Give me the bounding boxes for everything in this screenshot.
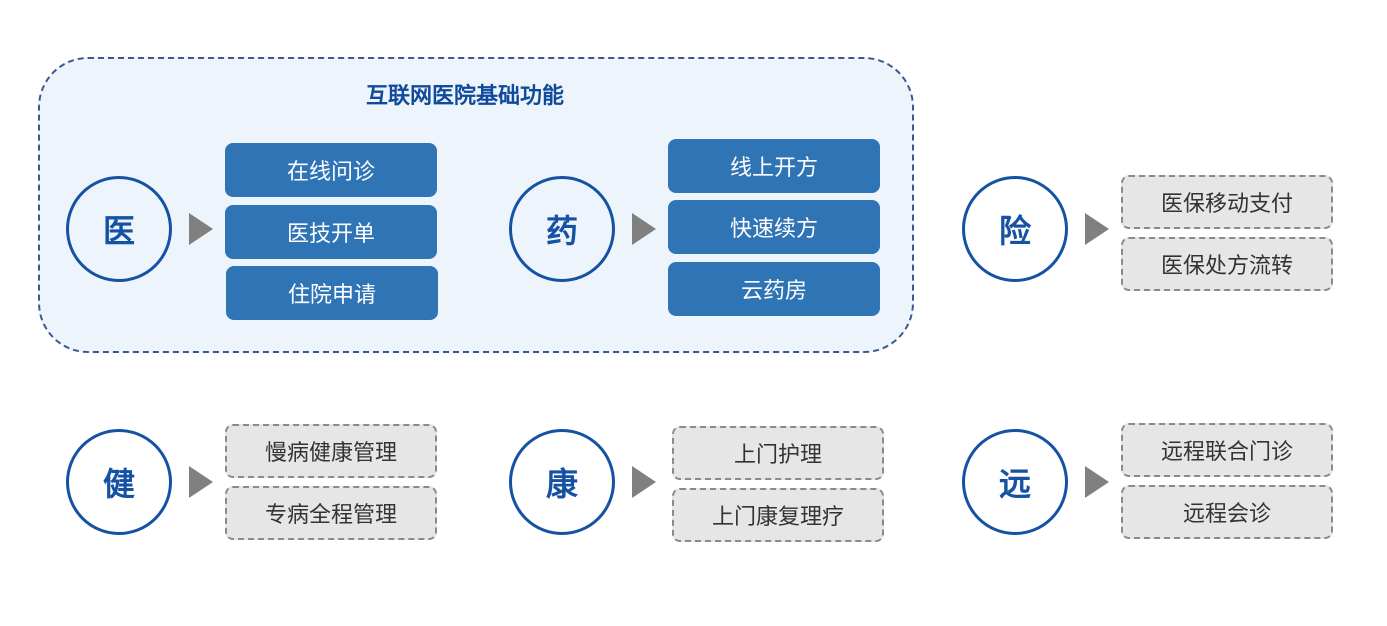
- function-box: 医保处方流转: [1121, 237, 1333, 291]
- category-circle: 健: [66, 429, 172, 535]
- function-box: 上门护理: [672, 426, 884, 480]
- arrow-right-icon: [1085, 213, 1109, 245]
- function-box: 医技开单: [225, 205, 437, 259]
- function-box: 远程会诊: [1121, 485, 1333, 539]
- group-yao: 药 线上开方 快速续方 云药房: [509, 139, 880, 316]
- function-box: 医保移动支付: [1121, 175, 1333, 229]
- group-xian: 险 医保移动支付 医保处方流转: [962, 166, 1333, 296]
- category-circle: 远: [962, 429, 1068, 535]
- function-box: 上门康复理疗: [672, 488, 884, 542]
- function-box: 云药房: [668, 262, 880, 316]
- arrow-right-icon: [1085, 466, 1109, 498]
- function-box: 在线问诊: [225, 143, 437, 197]
- category-circle: 康: [509, 429, 615, 535]
- group-yi: 医 在线问诊 医技开单 住院申请: [66, 143, 438, 320]
- category-circle: 医: [66, 176, 172, 282]
- category-circle: 药: [509, 176, 615, 282]
- function-box: 住院申请: [226, 266, 438, 320]
- function-box: 慢病健康管理: [225, 424, 437, 478]
- category-circle: 险: [962, 176, 1068, 282]
- group-kang: 康 上门护理 上门康复理疗: [509, 419, 884, 549]
- function-box: 专病全程管理: [225, 486, 437, 540]
- arrow-right-icon: [189, 466, 213, 498]
- function-box: 快速续方: [668, 200, 880, 254]
- group-jian: 健 慢病健康管理 专病全程管理: [66, 419, 437, 549]
- panel-title: 互联网医院基础功能: [365, 84, 564, 109]
- group-yuan: 远 远程联合门诊 远程会诊: [962, 419, 1333, 549]
- arrow-right-icon: [632, 466, 656, 498]
- function-box: 线上开方: [668, 139, 880, 193]
- arrow-right-icon: [632, 213, 656, 245]
- function-box: 远程联合门诊: [1121, 423, 1333, 477]
- arrow-right-icon: [189, 213, 213, 245]
